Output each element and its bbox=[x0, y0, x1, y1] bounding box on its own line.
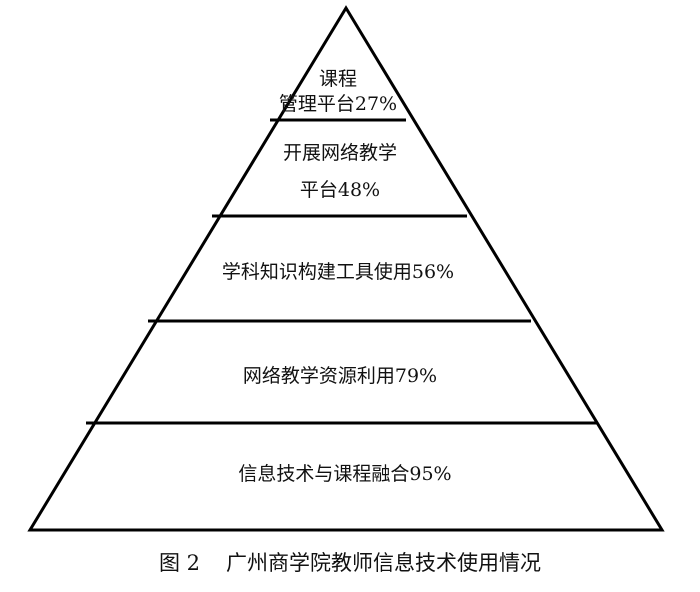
level-1-line-1: 课程 bbox=[319, 68, 357, 90]
pyramid-level-2: 开展网络教学 平台48% bbox=[283, 142, 397, 201]
level-4-line-1: 网络教学资源利用79% bbox=[243, 365, 437, 387]
level-2-line-1: 开展网络教学 bbox=[283, 142, 397, 164]
pyramid-diagram: 课程 管理平台27% 开展网络教学 平台48% 学科知识构建工具使用56% 网络… bbox=[27, 5, 665, 532]
pyramid-level-4: 网络教学资源利用79% bbox=[243, 365, 437, 387]
level-3-line-1: 学科知识构建工具使用56% bbox=[222, 261, 454, 283]
level-2-line-2: 平台48% bbox=[300, 179, 380, 201]
level-1-line-2: 管理平台27% bbox=[279, 93, 397, 115]
pyramid-level-1: 课程 管理平台27% bbox=[279, 68, 397, 115]
pyramid-level-5: 信息技术与课程融合95% bbox=[238, 463, 451, 485]
pyramid-outline bbox=[27, 5, 665, 532]
pyramid-level-3: 学科知识构建工具使用56% bbox=[222, 261, 454, 283]
figure-title: 广州商学院教师信息技术使用情况 bbox=[226, 551, 542, 575]
level-5-line-1: 信息技术与课程融合95% bbox=[238, 463, 451, 485]
figure-caption: 图 2 广州商学院教师信息技术使用情况 bbox=[0, 547, 700, 577]
figure-number: 图 2 bbox=[158, 551, 201, 575]
